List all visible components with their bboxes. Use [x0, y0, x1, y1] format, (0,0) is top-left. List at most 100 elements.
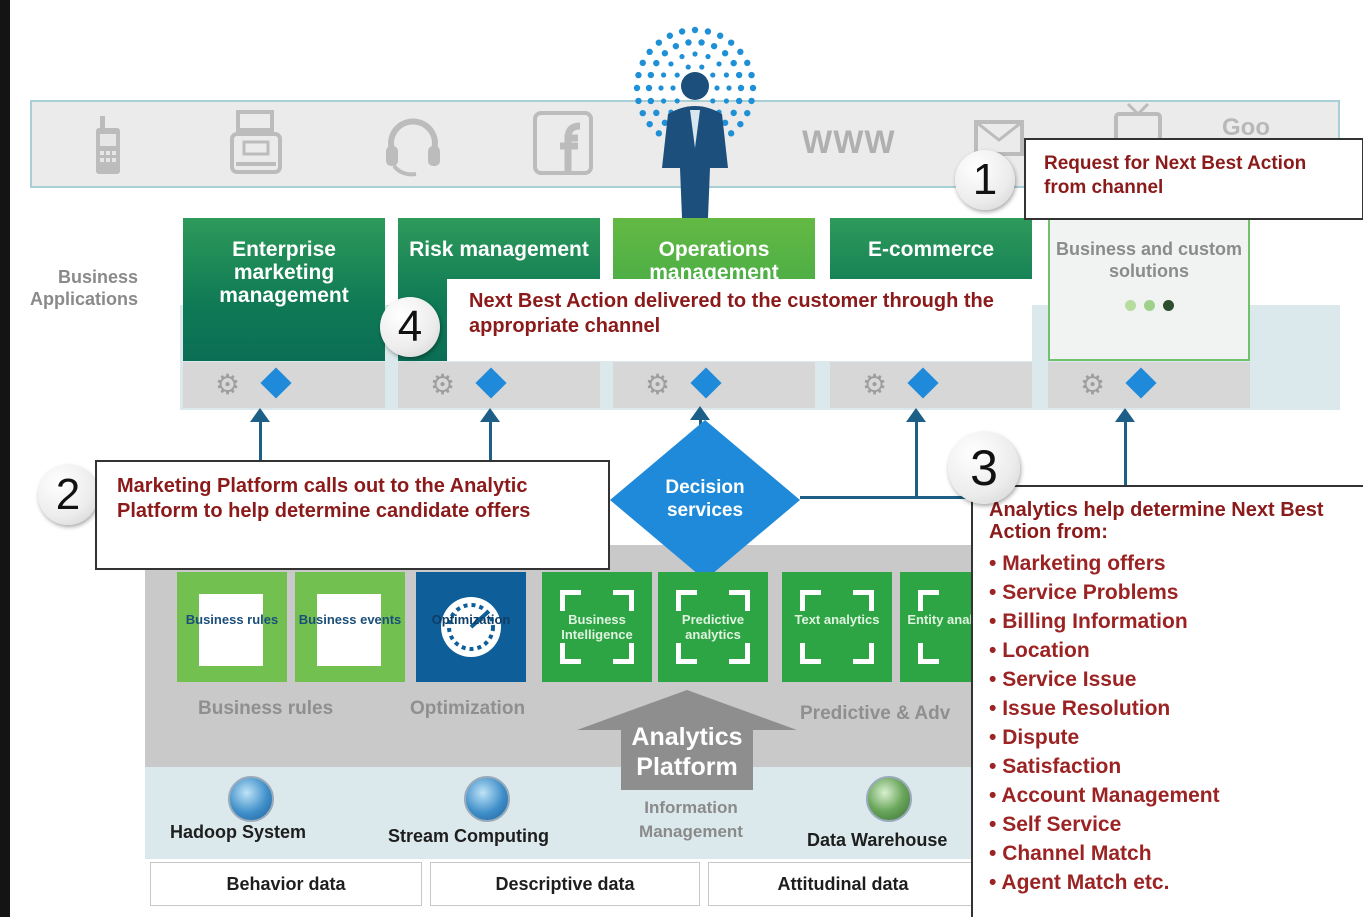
halo-dot: [660, 72, 667, 78]
halo-dot: [723, 72, 730, 78]
callout-4: Next Best Action delivered to the custom…: [447, 279, 1032, 361]
halo-dot: [685, 64, 691, 70]
halo-dot: [723, 98, 730, 104]
halo-dot: [699, 64, 705, 70]
halo-dot: [730, 109, 737, 117]
halo-dot: [748, 71, 755, 79]
callout-2: Marketing Platform calls out to the Anal…: [95, 460, 610, 570]
halo-dot: [710, 98, 716, 104]
list-item: • Dispute: [989, 726, 1080, 749]
tile-label: Business rules: [185, 612, 279, 627]
diamond-icon: [475, 367, 507, 399]
callout-3-heading: Analytics help determine Next Best Actio…: [989, 499, 1324, 543]
halo-dot: [647, 97, 655, 105]
list-item: • Agent Match etc.: [989, 871, 1170, 894]
halo-dot: [721, 50, 729, 57]
stream-computing-label: Stream Computing: [388, 826, 550, 846]
halo-dot: [633, 84, 641, 92]
app-business-custom-solutions: Business and custom solutions: [1048, 218, 1250, 361]
halo-dot: [639, 109, 646, 117]
app-footer: ⚙: [830, 362, 1032, 408]
diamond-icon: [1125, 367, 1157, 399]
information-management-label: Information Management: [639, 798, 743, 841]
data-warehouse-icon: [866, 776, 912, 822]
tile-predictive-analytics: Predictive analytics: [658, 572, 768, 682]
halo-dot: [679, 53, 685, 60]
halo-dot: [710, 72, 716, 78]
gears-icon: ⚙: [215, 369, 241, 400]
halo-dot: [737, 84, 745, 92]
halo-dot: [691, 26, 699, 34]
arrow-up: [250, 408, 270, 470]
halo-dot: [710, 42, 718, 50]
halo-dot: [678, 28, 686, 35]
gears-icon: ⚙: [862, 369, 888, 400]
halo-dot: [635, 97, 642, 105]
halo-dot: [645, 84, 653, 92]
halo-dot: [668, 61, 674, 67]
app-footer: ⚙: [398, 362, 600, 408]
halo-dot: [714, 85, 720, 91]
halo-dot: [726, 85, 732, 91]
information-management-band: [145, 767, 980, 859]
facebook-icon: [533, 111, 593, 175]
app-enterprise-marketing: Enterprise marketing management: [183, 218, 385, 361]
list-item: • Account Management: [989, 784, 1220, 807]
analytics-platform-label: Analytics Platform: [631, 723, 743, 781]
arrow-up: [1115, 408, 1135, 498]
list-item: • Location: [989, 639, 1090, 662]
stream-computing-icon: [464, 776, 510, 822]
diamond-icon: [690, 367, 722, 399]
tv-icon: [1114, 102, 1162, 142]
diamond-icon: [907, 367, 939, 399]
gauge-icon: [441, 597, 501, 657]
halo-dot: [670, 85, 676, 91]
halo-dot: [647, 71, 655, 79]
halo-dot: [685, 39, 692, 46]
app-custom-title: Business and custom solutions: [1055, 239, 1243, 281]
list-item: • Marketing offers: [989, 552, 1166, 575]
halo-dot: [639, 59, 646, 67]
halo-dot: [660, 98, 667, 104]
callout-3-list: • Marketing offers • Service Problems • …: [989, 549, 1347, 897]
halo-dot: [727, 130, 735, 137]
list-item: • Issue Resolution: [989, 697, 1171, 720]
data-warehouse-label: Data Warehouse: [807, 830, 948, 850]
customer-figure-icon: [633, 26, 757, 218]
diagram-canvas: WWW Goo Business Applications Enterprise…: [10, 0, 1363, 917]
halo-dot: [735, 97, 743, 105]
hadoop-label: Hadoop System: [170, 822, 307, 842]
diamond-icon: [260, 367, 292, 399]
halo-dot: [705, 53, 711, 60]
group-label-business-rules: Business rules: [198, 698, 334, 719]
halo-dot: [692, 51, 698, 57]
callout-3: Analytics help determine Next Best Actio…: [971, 485, 1363, 917]
halo-dot: [655, 39, 663, 46]
step-number-4: 4: [380, 297, 440, 357]
halo-dot: [716, 32, 724, 39]
tile-text-analytics: Text analytics: [782, 572, 892, 682]
halo-dot: [735, 71, 743, 79]
halo-dot: [674, 72, 680, 78]
tile-label: Business events: [298, 612, 402, 627]
halo-dot: [704, 28, 712, 35]
decision-services-diamond: [610, 420, 800, 580]
halo-dot: [737, 48, 744, 56]
tile-label: Entity analytics: [907, 612, 980, 627]
app-footer: ⚙: [1048, 362, 1250, 408]
data-box-descriptive: Descriptive data: [430, 862, 700, 906]
halo-dot: [730, 59, 737, 67]
group-label-optimization: Optimization: [410, 698, 526, 719]
headset-icon: [386, 118, 440, 177]
halo-dot: [655, 130, 663, 137]
cash-register-icon: [230, 110, 282, 174]
data-box-attitudinal: Attitudinal data: [708, 862, 978, 906]
halo-dot: [661, 119, 669, 126]
tile-business-rules: Business rules: [177, 572, 287, 682]
tile-label: Text analytics: [794, 612, 880, 627]
gears-icon: ⚙: [645, 369, 671, 400]
www-icon: WWW: [802, 124, 896, 160]
halo-dot: [721, 119, 729, 126]
list-item: • Self Service: [989, 813, 1122, 836]
step-number-1: 1: [955, 150, 1015, 210]
